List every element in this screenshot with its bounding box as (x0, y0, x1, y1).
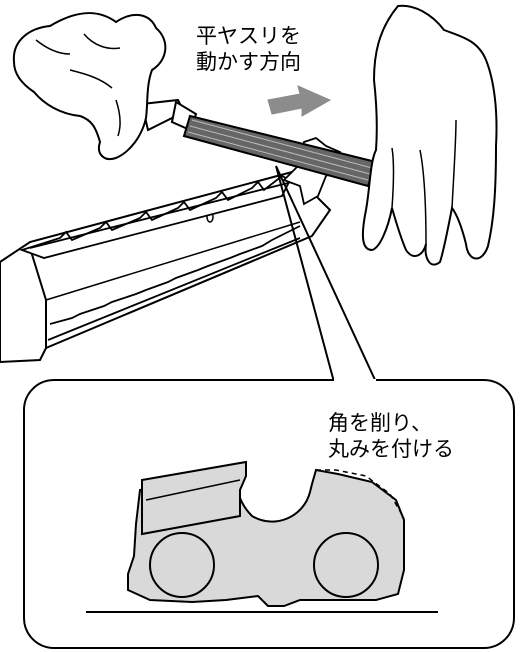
left-hand (12, 12, 167, 160)
guide-bar (0, 170, 332, 364)
cutter-top-plate (141, 460, 247, 536)
file-direction-arrow (267, 85, 332, 117)
file-direction-label-line-1: 平ヤスリを (196, 24, 301, 48)
file-direction-label-line-2: 動かす方向 (196, 50, 301, 74)
file-direction-label: 平ヤスリを 動かす方向 (196, 23, 301, 75)
right-hand (361, 4, 498, 266)
chain-cutter-detail (86, 460, 438, 613)
corner-rounding-label-line-2: 丸みを付ける (328, 437, 454, 461)
rounded-corner-guide (316, 469, 405, 519)
corner-rounding-label: 角を削り、 丸みを付ける (328, 410, 454, 462)
corner-rounding-label-line-1: 角を削り、 (328, 411, 433, 435)
callout-pointer (275, 165, 377, 383)
rivet-left (149, 532, 215, 598)
flat-file (140, 98, 378, 188)
rivet-right (313, 532, 379, 598)
